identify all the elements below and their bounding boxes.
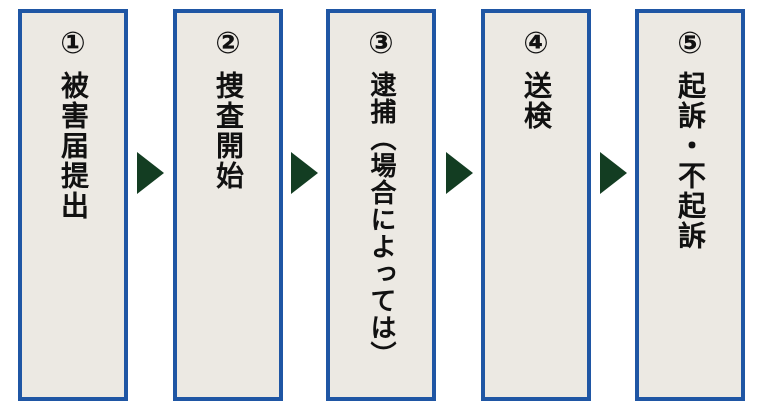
step-3-label: 逮捕（場合によっては）	[366, 71, 396, 368]
step-3-number: ③	[368, 26, 394, 61]
step-4-box: ④ 送検	[481, 9, 591, 401]
triangle-right-icon	[600, 152, 627, 194]
step-2-label: 捜査開始	[212, 71, 245, 191]
triangle-right-icon	[291, 152, 318, 194]
step-1-label: 被害届提出	[57, 71, 90, 221]
step-5-number: ⑤	[677, 26, 703, 61]
step-2-number: ②	[215, 26, 241, 61]
step-4-label: 送検	[520, 71, 553, 131]
triangle-right-icon	[137, 152, 164, 194]
step-5-box: ⑤ 起訴・不起訴	[635, 9, 745, 401]
step-2-box: ② 捜査開始	[173, 9, 283, 401]
step-5-label: 起訴・不起訴	[674, 71, 707, 251]
step-4-number: ④	[523, 26, 549, 61]
step-1-number: ①	[60, 26, 86, 61]
step-1-box: ① 被害届提出	[18, 9, 128, 401]
triangle-right-icon	[446, 152, 473, 194]
step-3-box: ③ 逮捕（場合によっては）	[326, 9, 436, 401]
